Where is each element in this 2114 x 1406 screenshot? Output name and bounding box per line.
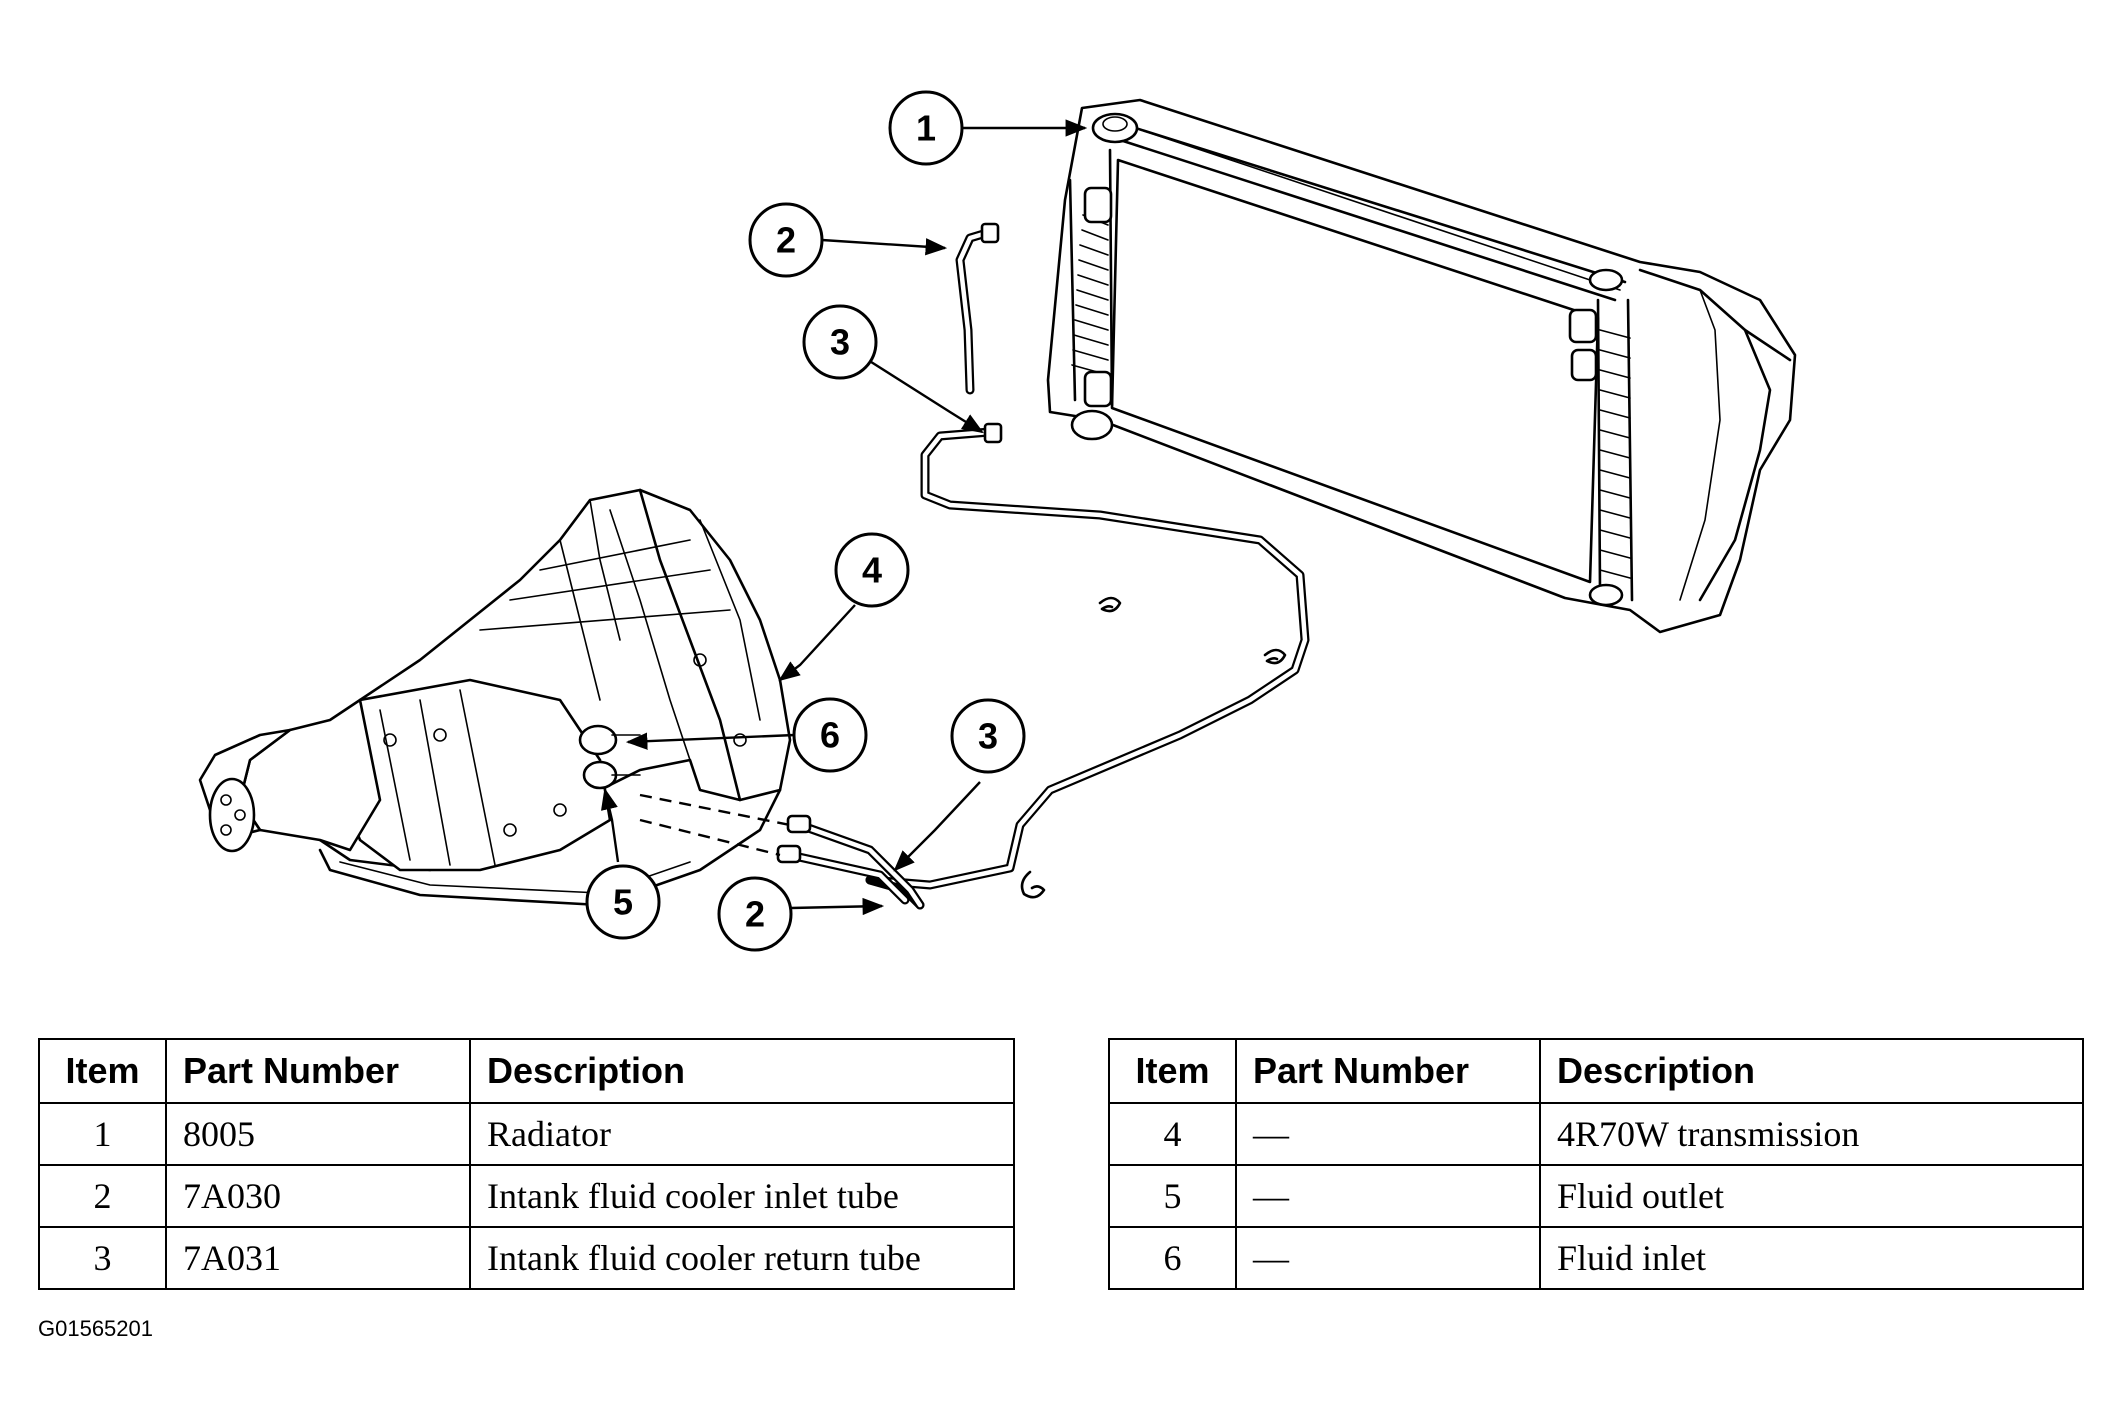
- cell-description: Intank fluid cooler return tube: [469, 1226, 1015, 1290]
- table-header-row: Item Part Number Description: [1108, 1038, 2084, 1104]
- table-row: 4 — 4R70W transmission: [1108, 1102, 2084, 1166]
- table-row: 2 7A030 Intank fluid cooler inlet tube: [38, 1164, 1015, 1228]
- callout-5-label: 5: [613, 882, 633, 923]
- callout-3-lower-label: 3: [978, 716, 998, 757]
- parts-table-left: Item Part Number Description 1 8005 Radi…: [38, 1038, 1015, 1290]
- table-row: 6 — Fluid inlet: [1108, 1226, 2084, 1290]
- cell-description: Fluid outlet: [1539, 1164, 2084, 1228]
- callout-5: 5: [585, 864, 661, 940]
- header-part-number: Part Number: [165, 1038, 471, 1104]
- exploded-view-diagram: 1 2 3 4 6 3 5 2: [198, 90, 1797, 952]
- table-row: 1 8005 Radiator: [38, 1102, 1015, 1166]
- callout-6: 6: [792, 697, 868, 773]
- inlet-tube-upper: [955, 222, 1000, 395]
- cell-part-number: —: [1235, 1226, 1541, 1290]
- callout-6-label: 6: [820, 715, 840, 756]
- callout-2-upper-label: 2: [776, 220, 796, 261]
- cell-part-number: —: [1235, 1164, 1541, 1228]
- header-description: Description: [1539, 1038, 2084, 1104]
- callout-1-label: 1: [916, 108, 936, 149]
- table-row: 5 — Fluid outlet: [1108, 1164, 2084, 1228]
- cell-item: 4: [1108, 1102, 1237, 1166]
- header-part-number: Part Number: [1235, 1038, 1541, 1104]
- cell-description: Radiator: [469, 1102, 1015, 1166]
- cell-item: 6: [1108, 1226, 1237, 1290]
- header-description: Description: [469, 1038, 1015, 1104]
- cell-item: 5: [1108, 1164, 1237, 1228]
- cell-part-number: 7A031: [165, 1226, 471, 1290]
- cell-part-number: 8005: [165, 1102, 471, 1166]
- header-item: Item: [38, 1038, 167, 1104]
- header-item: Item: [1108, 1038, 1237, 1104]
- callout-2-lower-label: 2: [745, 894, 765, 935]
- callout-1: 1: [888, 90, 964, 166]
- cell-description: Intank fluid cooler inlet tube: [469, 1164, 1015, 1228]
- cell-description: 4R70W transmission: [1539, 1102, 2084, 1166]
- cell-description: Fluid inlet: [1539, 1226, 2084, 1290]
- cell-part-number: —: [1235, 1102, 1541, 1166]
- callout-4: 4: [834, 532, 910, 608]
- parts-table-right: Item Part Number Description 4 — 4R70W t…: [1108, 1038, 2084, 1290]
- cell-item: 1: [38, 1102, 167, 1166]
- cell-item: 3: [38, 1226, 167, 1290]
- callout-3-upper: 3: [802, 304, 878, 380]
- callout-2-lower: 2: [717, 876, 793, 952]
- figure-code: G01565201: [38, 1316, 153, 1341]
- table-row: 3 7A031 Intank fluid cooler return tube: [38, 1226, 1015, 1290]
- radiator: [1046, 98, 1797, 634]
- leader-lines: [601, 119, 1088, 916]
- cell-part-number: 7A030: [165, 1164, 471, 1228]
- callout-3-lower: 3: [950, 698, 1026, 774]
- callout-2-upper: 2: [748, 202, 824, 278]
- transmission: [198, 488, 792, 907]
- callout-4-label: 4: [862, 550, 882, 591]
- table-header-row: Item Part Number Description: [38, 1038, 1015, 1104]
- cell-item: 2: [38, 1164, 167, 1228]
- cooler-tubes: [639, 422, 1310, 910]
- callout-3-upper-label: 3: [830, 322, 850, 363]
